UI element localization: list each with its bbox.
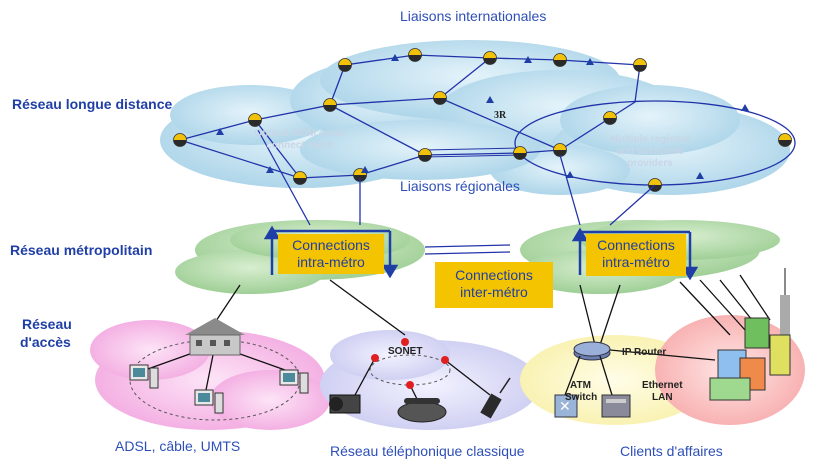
switch-label: Switch — [565, 392, 598, 403]
backbone-node — [633, 58, 647, 72]
backbone-node — [323, 98, 337, 112]
backbone-links — [179, 54, 796, 186]
backbone-node — [408, 48, 422, 62]
buildings-icon — [709, 268, 791, 401]
inter-metro-links — [424, 244, 511, 255]
inter-metro-line2: inter-métro — [460, 284, 528, 300]
intra-metro-arrows-left — [263, 225, 399, 279]
link-marker — [391, 54, 399, 61]
atm-switch-icon: ✕ — [554, 394, 578, 418]
faint-mesh-line1: Optical WDM cross — [254, 128, 346, 139]
mobile-phone-icon — [480, 377, 511, 419]
intra-metro-arrows-right — [571, 227, 699, 281]
adsl-label: ADSL, câble, UMTS — [115, 438, 241, 454]
link-marker — [566, 171, 574, 178]
svg-text:✕: ✕ — [559, 398, 571, 414]
inter-metro-line1: Connections — [455, 267, 533, 283]
link-marker — [586, 58, 594, 65]
backbone-node — [173, 133, 187, 147]
faint-providers-label: Multiple regional and backbone providers — [595, 134, 705, 170]
backbone-node — [553, 143, 567, 157]
metro-network-label: Réseau métropolitain — [10, 242, 153, 258]
backbone-node — [418, 148, 432, 162]
backbone-node — [513, 146, 527, 160]
intra-metro-right-line1: Connections — [597, 237, 675, 253]
ip-router-icon — [573, 341, 611, 361]
backbone-node — [778, 133, 792, 147]
lan-label: LAN — [652, 392, 673, 403]
faint-providers-line3: providers — [627, 158, 673, 169]
international-links-label: Liaisons internationales — [400, 8, 547, 24]
ring-3r-label: 3R — [494, 110, 507, 121]
ethernet-label: Ethernet — [642, 380, 683, 391]
sonet-label: SONET — [388, 346, 423, 357]
link-marker — [486, 96, 494, 103]
long-distance-network-label: Réseau longue distance — [12, 96, 173, 112]
intra-metro-box-right: Connections intra-métro — [586, 234, 686, 276]
intra-metro-left-line1: Connections — [292, 237, 370, 253]
telephone-icon — [397, 398, 447, 423]
faint-providers-line2: and backbone — [616, 146, 684, 157]
link-marker — [216, 128, 224, 135]
backbone-node — [483, 51, 497, 65]
access-cloud-pink — [90, 320, 330, 430]
backbone-node — [338, 58, 352, 72]
house-icon — [185, 318, 245, 356]
backbone-node — [553, 53, 567, 67]
faint-providers-line1: Multiple regional — [610, 134, 690, 145]
backbone-node — [433, 91, 447, 105]
business-links — [564, 349, 716, 396]
backbone-nodes — [173, 48, 792, 192]
backbone-node — [248, 113, 262, 127]
link-marker — [361, 166, 369, 173]
metro-access-links — [209, 274, 771, 346]
link-marker — [524, 56, 532, 63]
link-marker — [696, 172, 704, 179]
link-marker — [741, 104, 749, 111]
link-marker — [266, 166, 274, 173]
server-icon — [601, 394, 631, 418]
intra-metro-right-line2: intra-métro — [602, 254, 670, 270]
access-network-label-2: d'accès — [20, 334, 71, 350]
business-clients-label: Clients d'affaires — [620, 443, 723, 459]
faint-mesh-line2: connect mesh — [266, 140, 334, 151]
backbone-node — [603, 111, 617, 125]
telephone-network-label: Réseau téléphonique classique — [330, 443, 525, 459]
computer-icon-2 — [194, 389, 224, 414]
backbone-node — [293, 171, 307, 185]
sonet-ring — [354, 338, 491, 406]
backbone-node — [648, 178, 662, 192]
regional-links — [424, 147, 521, 158]
intra-metro-box-left: Connections intra-métro — [278, 234, 384, 274]
inter-metro-box: Connections inter-métro — [435, 262, 553, 308]
intra-metro-left-line2: intra-métro — [297, 254, 365, 270]
atm-label: ATM — [570, 380, 591, 391]
faint-mesh-label: Optical WDM cross connect mesh — [240, 128, 360, 152]
camera-icon — [329, 394, 361, 414]
regional-links-label: Liaisons régionales — [400, 178, 520, 194]
computer-icon-3 — [279, 369, 309, 394]
ip-router-label: IP Router — [622, 347, 667, 358]
backbone-metro-links — [257, 129, 656, 226]
access-network-label-1: Réseau — [22, 316, 72, 332]
computer-icon-1 — [129, 364, 159, 389]
